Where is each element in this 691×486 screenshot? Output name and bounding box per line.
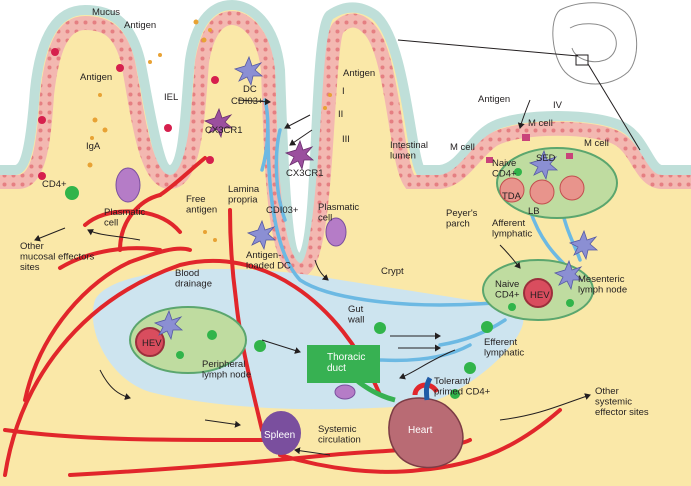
cd4-cell-tolerant [464,362,476,374]
vena-cava [423,376,433,401]
lb-follicle-1 [529,179,555,205]
label-route-i: I [342,86,345,97]
cd4-cell-efferent [481,321,493,333]
flow-arrows [34,98,591,456]
cd4-cell-systemic [450,389,460,399]
label-lb: LB [528,206,540,217]
peyers-patch [496,147,618,219]
aorta [412,382,440,396]
label-route-iii: III [342,134,350,145]
label-hev-pln: HEV [142,338,162,349]
plasmatic-cell-left-shape [115,167,141,203]
spleen-shape [261,411,301,455]
label-m-cell-left: M cell [450,142,475,153]
label-route-ii: II [338,109,343,120]
m-cell-left-shape [486,157,493,163]
m-cell-top-shape [522,134,530,141]
tda-follicle [499,177,525,203]
cd4-pp-1 [514,168,522,176]
cd4-mln-2 [566,299,574,307]
label-tolerant-cd4: Tolerant/primed CD4+ [434,376,491,397]
label-iga: IgA [86,141,101,152]
labels: Mucus Antigen Antigen IEL DC CDI03+ CX3C… [20,7,649,445]
label-heart: Heart [408,425,433,436]
label-sed: SED [536,153,556,164]
label-cd103-mid: CDI03+ [266,205,299,216]
label-cd103-top: CDI03+ [231,96,264,107]
label-antigen-loaded-dc: Antigen-loaded DC [246,250,291,271]
label-mucus: Mucus [92,7,120,18]
cd4-pln-1 [207,330,217,340]
cd4-mln-1 [508,303,516,311]
antigen-particles [87,19,332,242]
label-antigen-right: Antigen [343,68,375,79]
label-antigen-pp: Antigen [478,94,510,105]
label-iel: IEL [164,92,178,103]
label-spleen: Spleen [264,430,295,441]
label-dc: DC [243,84,257,95]
hev-mln-shape [523,278,553,308]
mucus-layer [0,0,691,263]
label-antigen-villus: Antigen [80,72,112,83]
m-cell-right-shape [566,153,573,159]
label-m-cell-right: M cell [584,138,609,149]
cd4-cell-left [65,186,79,200]
inset-pointer-bottom [587,63,641,151]
hev-pln-shape [135,327,165,357]
plasmatic-cell-circulation [334,384,356,400]
plasmatic-cell-mid-shape [325,217,347,247]
dendritic-cells [153,55,599,341]
label-crypt: Crypt [381,266,404,277]
label-hev-mln: HEV [530,290,550,301]
cx3cr1-cells [203,107,315,171]
label-cd4-left: CD4+ [42,179,67,190]
epithelium [0,10,691,278]
label-tda: TDA [502,191,522,202]
label-route-iv: IV [553,100,563,111]
thoracic-duct-box [307,345,380,383]
intestinal-lumen-area [0,0,691,259]
inset-pointer-top [397,39,579,57]
label-cx3cr1-mid: CX3CR1 [286,168,324,179]
label-antigen-top: Antigen [124,20,156,31]
cd4-pln-3 [176,351,184,359]
lb-follicle-2 [559,175,585,201]
label-m-cell-top: M cell [528,118,553,129]
mucosal-spots [38,48,219,180]
cd4-cell-gutwall [374,322,386,334]
label-cx3cr1-left: CX3CR1 [205,125,243,136]
cd4-pln-2 [254,340,266,352]
